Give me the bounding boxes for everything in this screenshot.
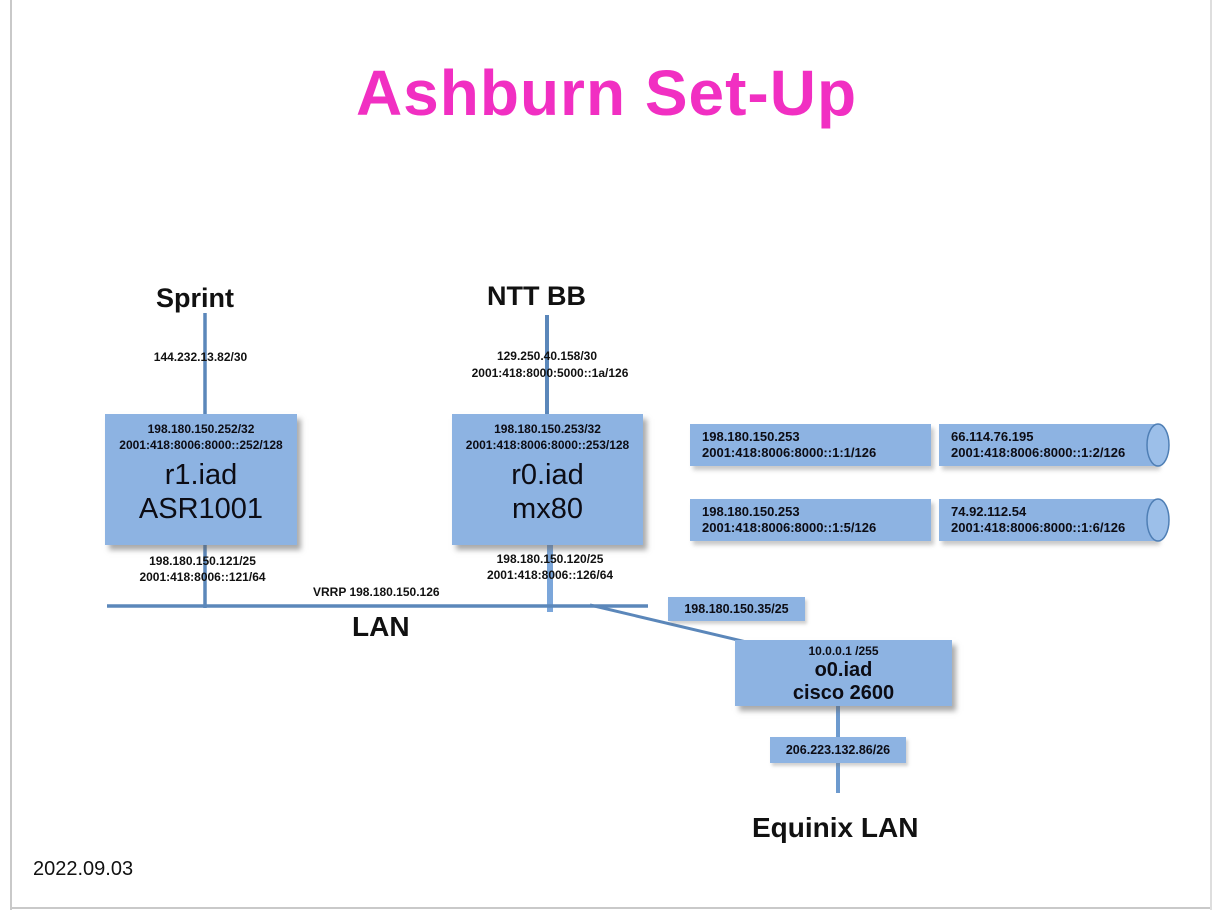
r1-loopback-v4: 198.180.150.252/32 (147, 422, 255, 436)
tunnel-1-left-v4: 198.180.150.253 (702, 429, 800, 444)
tunnel-1-left-endpoint: 198.180.150.253 2001:418:8006:8000::1:1/… (690, 424, 931, 466)
tunnel-2-pipe-cap-icon (1146, 498, 1170, 542)
equinix-link-address: 206.223.132.86/26 (770, 737, 906, 763)
tunnel-2: 198.180.150.253 2001:418:8006:8000::1:5/… (690, 498, 1180, 543)
vrrp-address-label: VRRP 198.180.150.126 (313, 585, 440, 599)
oob-model: cisco 2600 (792, 682, 895, 704)
r0-lan-address-v4: 198.180.150.120/25 (496, 552, 604, 566)
router-oob-box: 10.0.0.1 /255 o0.iad cisco 2600 (735, 640, 952, 706)
oob-mgmt-address: 10.0.0.1 /255 (808, 644, 879, 658)
ntt-link-address-v4: 129.250.40.158/30 (496, 349, 598, 363)
tunnel-2-left-v6: 2001:418:8006:8000::1:5/126 (702, 520, 877, 535)
tunnel-2-left-endpoint: 198.180.150.253 2001:418:8006:8000::1:5/… (690, 499, 931, 541)
router-r0-box: 198.180.150.253/32 2001:418:8006:8000::2… (452, 414, 643, 545)
tunnel-2-left-v4: 198.180.150.253 (702, 504, 800, 519)
tunnel-2-right-v4: 74.92.112.54 (951, 504, 1027, 519)
tunnel-1-right-v4: 66.114.76.195 (951, 429, 1034, 444)
r0-loopback-v6: 2001:418:8006:8000::253/128 (465, 438, 630, 452)
r0-model: mx80 (512, 493, 583, 525)
tunnel-1-right-v6: 2001:418:8006:8000::1:2/126 (951, 445, 1126, 460)
provider-sprint-label: Sprint (156, 283, 234, 313)
tunnel-1-pipe-cap-icon (1146, 423, 1170, 467)
r1-loopback-v6: 2001:418:8006:8000::252/128 (119, 438, 283, 452)
r1-lan-address-v4: 198.180.150.121/25 (149, 554, 256, 568)
page-title: Ashburn Set-Up (355, 57, 858, 129)
slide-border-right (1210, 0, 1212, 910)
r0-lan-address-v6: 2001:418:8006::126/64 (486, 568, 614, 582)
sprint-link-address: 144.232.13.82/30 (153, 350, 248, 364)
r0-hostname: r0.iad (511, 459, 584, 491)
tunnel-1-left-v6: 2001:418:8006:8000::1:1/126 (702, 445, 877, 460)
r0-loopback-v4: 198.180.150.253/32 (494, 422, 601, 436)
tunnel-1-right-endpoint: 66.114.76.195 2001:418:8006:8000::1:2/12… (939, 424, 1157, 466)
provider-ntt-label: NTT BB (487, 281, 586, 311)
slide-border-bottom (10, 907, 1212, 909)
equinix-lan-label: Equinix LAN (752, 812, 919, 843)
slide-border-left (10, 0, 12, 910)
tunnel-2-right-v6: 2001:418:8006:8000::1:6/126 (951, 520, 1126, 535)
lan-label: LAN (352, 611, 410, 642)
slide-date: 2022.09.03 (33, 858, 134, 880)
r1-hostname: r1.iad (164, 459, 238, 491)
tunnel-1: 198.180.150.253 2001:418:8006:8000::1:1/… (690, 423, 1180, 468)
oob-hostname: o0.iad (814, 659, 873, 681)
r1-model: ASR1001 (138, 493, 264, 525)
r1-lan-address-v6: 2001:418:8006::121/64 (139, 570, 266, 584)
router-r1-box: 198.180.150.252/32 2001:418:8006:8000::2… (105, 414, 297, 545)
ntt-link-address-v6: 2001:418:8000:5000::1a/126 (471, 366, 629, 380)
tunnel-2-right-endpoint: 74.92.112.54 2001:418:8006:8000::1:6/126 (939, 499, 1157, 541)
oob-spur-address: 198.180.150.35/25 (668, 597, 805, 621)
